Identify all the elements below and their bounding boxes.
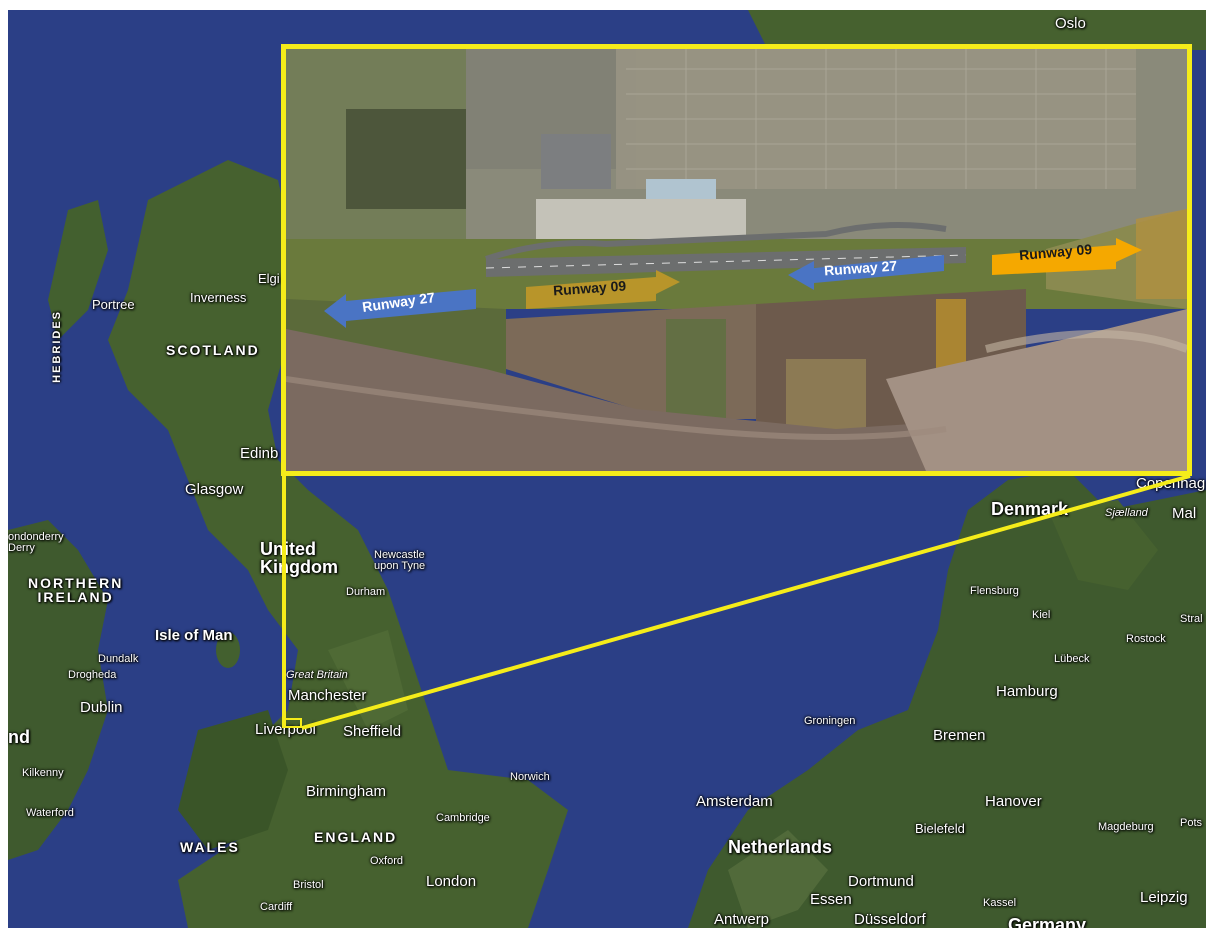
label-norwich: Norwich	[510, 771, 550, 783]
label-rostock: Rostock	[1126, 633, 1166, 645]
label-antwerp: Antwerp	[714, 911, 770, 928]
label-great-britain: Great Britain	[286, 669, 348, 681]
label-united-kingdom: United Kingdom	[260, 539, 338, 577]
label-sheffield: Sheffield	[343, 723, 402, 740]
label-hamburg: Hamburg	[996, 683, 1058, 700]
label-potsdam: Pots	[1180, 817, 1203, 829]
label-hanover: Hanover	[985, 793, 1042, 810]
hebrides-land	[48, 200, 108, 340]
label-elgin: Elgi	[258, 271, 280, 286]
label-london: London	[426, 873, 477, 890]
label-isle-of-man: Isle of Man	[155, 627, 233, 644]
label-inverness: Inverness	[190, 290, 247, 305]
label-bielefeld: Bielefeld	[915, 821, 965, 836]
estuary-sand	[886, 309, 1187, 471]
label-germany-fragment: Germany	[1008, 915, 1087, 928]
label-bristol: Bristol	[293, 879, 324, 891]
label-lubeck: Lübeck	[1054, 653, 1090, 665]
label-durham: Durham	[346, 586, 386, 598]
label-kassel: Kassel	[983, 897, 1017, 909]
label-waterford: Waterford	[26, 807, 74, 819]
zoom-locator-box	[284, 718, 302, 728]
label-flensburg: Flensburg	[970, 585, 1019, 597]
isle-of-man-land	[216, 632, 240, 668]
wales-land	[178, 710, 288, 850]
label-groningen: Groningen	[804, 715, 856, 727]
label-malmo: Mal	[1172, 505, 1197, 522]
label-stralsund: Stral	[1180, 613, 1203, 625]
label-wales: WALES	[180, 839, 240, 855]
label-amsterdam: Amsterdam	[696, 793, 773, 810]
label-dublin: Dublin	[80, 699, 123, 716]
label-manchester: Manchester	[288, 687, 367, 704]
label-kiel: Kiel	[1032, 609, 1051, 621]
label-england: ENGLAND	[314, 829, 398, 845]
label-glasgow: Glasgow	[185, 481, 244, 498]
arrow-runway09-left	[526, 270, 680, 309]
label-birmingham: Birmingham	[306, 783, 387, 800]
norway-land	[748, 10, 1206, 50]
label-cambridge: Cambridge	[436, 812, 490, 824]
arrow-runway09-right	[992, 238, 1142, 275]
label-sjaelland: Sjælland	[1105, 507, 1148, 519]
label-copenhagen: Copenhag	[1136, 475, 1206, 492]
arrow-runway27-right	[788, 255, 944, 290]
label-netherlands: Netherlands	[728, 837, 833, 857]
label-bremen: Bremen	[933, 727, 986, 744]
label-oxford: Oxford	[370, 855, 404, 867]
label-denmark: Denmark	[991, 499, 1069, 519]
label-magdeburg: Magdeburg	[1098, 821, 1154, 833]
label-hebrides: HEBRIDES	[51, 310, 63, 383]
label-newcastle: Newcastle upon Tyne	[374, 549, 426, 572]
label-scotland: SCOTLAND	[166, 342, 260, 358]
label-dusseldorf: Düsseldorf	[854, 911, 926, 928]
label-leipzig: Leipzig	[1140, 889, 1188, 906]
ireland-land	[8, 520, 108, 860]
airport-inset-view[interactable]: Runway 27 Runway 09 Runway 27 Runway 09	[281, 44, 1192, 476]
label-dortmund: Dortmund	[848, 873, 914, 890]
label-londonderry: ondonderry Derry	[8, 531, 64, 554]
label-essen: Essen	[810, 891, 852, 908]
label-northern-ireland: NORTHERN IRELAND	[28, 575, 124, 605]
airport-satellite	[286, 49, 1187, 471]
label-portree: Portree	[92, 297, 135, 312]
arrow-runway27-left	[324, 289, 476, 328]
label-oslo: Oslo	[1055, 15, 1086, 32]
label-edinburgh: Edinb	[240, 445, 279, 462]
label-dundalk: Dundalk	[98, 653, 139, 665]
label-cardiff: Cardiff	[260, 901, 293, 913]
label-drogheda: Drogheda	[68, 669, 117, 681]
label-kilkenny: Kilkenny	[22, 767, 64, 779]
label-ireland-fragment: nd	[8, 727, 30, 747]
